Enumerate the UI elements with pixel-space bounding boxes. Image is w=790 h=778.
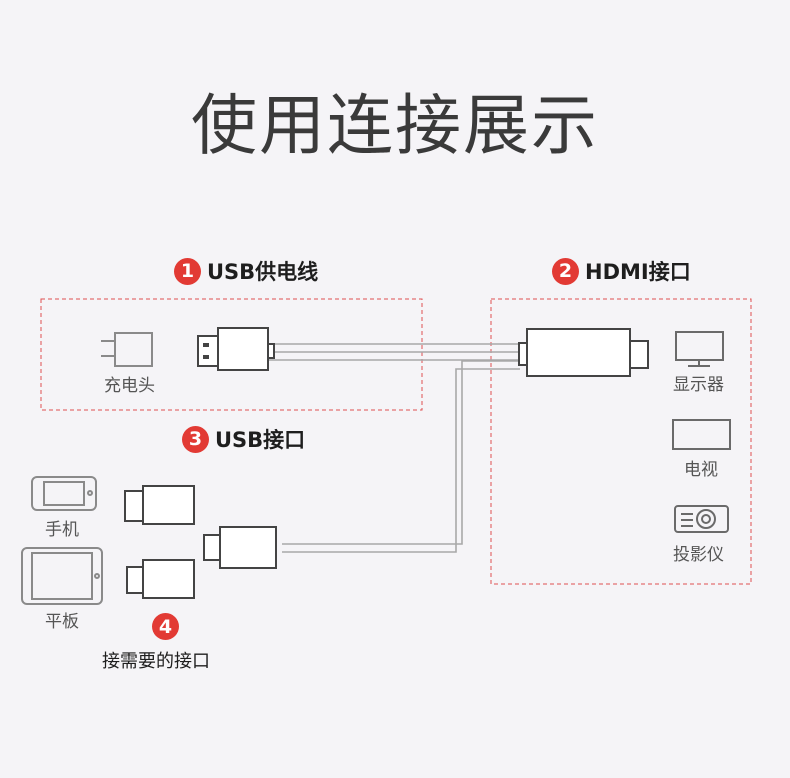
usb-a-plug-icon: [197, 327, 275, 371]
tablet-icon: [21, 547, 103, 605]
adapter-plug-bottom-icon: [126, 559, 195, 599]
hdmi-box: [490, 298, 752, 585]
cable-lines: [266, 343, 520, 553]
step-3-label: 3 USB接口: [182, 424, 305, 454]
tablet-label: 平板: [45, 612, 79, 632]
projector-label: 投影仪: [673, 545, 724, 565]
step-1-label: 1 USB供电线: [174, 256, 318, 286]
hdmi-plug-icon: [518, 328, 649, 377]
projector-icon: [674, 505, 729, 533]
step-4-badge: 4: [152, 613, 179, 640]
charger-icon: [101, 332, 153, 367]
step-2-text: HDMI接口: [585, 260, 691, 284]
adapter-plug-top-icon: [124, 485, 195, 525]
charger-label: 充电头: [104, 376, 155, 396]
step-1-text: USB供电线: [207, 260, 319, 284]
monitor-icon: [675, 331, 724, 367]
phone-label: 手机: [45, 520, 79, 540]
page-title: 使用连接展示: [191, 87, 599, 164]
step-4-text: 接需要的接口: [102, 651, 210, 672]
usb-socket-icon: [203, 526, 277, 569]
usb-power-box: [40, 298, 423, 411]
phone-icon: [31, 476, 97, 511]
step-3-badge: 3: [182, 425, 209, 453]
tv-label: 电视: [684, 460, 718, 480]
step-1-badge: 1: [174, 257, 201, 285]
step-2-badge: 2: [552, 257, 579, 285]
step-2-label: 2 HDMI接口: [552, 256, 691, 286]
step-3-text: USB接口: [215, 428, 306, 452]
tv-icon: [672, 419, 731, 450]
monitor-label: 显示器: [673, 375, 724, 395]
